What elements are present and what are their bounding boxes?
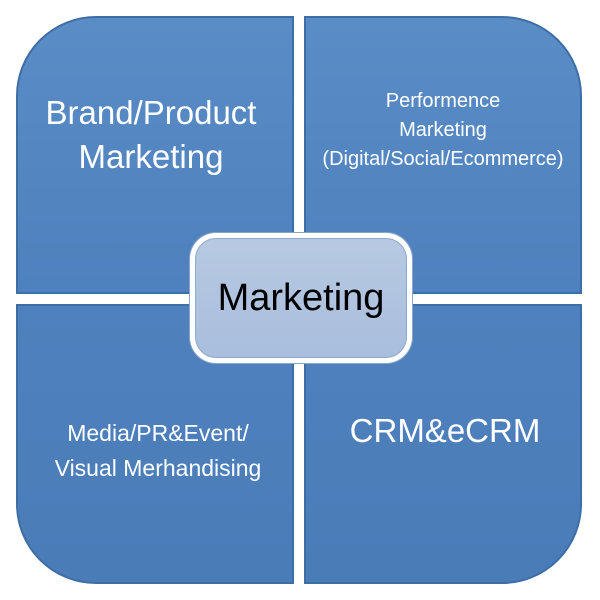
label-line: (Digital/Social/Ecommerce) xyxy=(322,147,564,170)
label-line: Marketing xyxy=(78,138,224,175)
quadrant-label: Media/PR&Event/ Visual Merhandising xyxy=(55,416,262,486)
quadrant-brand-product-marketing: Brand/Product Marketing xyxy=(16,16,294,294)
quadrant-label: CRM&eCRM xyxy=(350,411,541,451)
center-node: Marketing xyxy=(190,233,412,363)
center-label: Marketing xyxy=(195,238,407,358)
label-line: Performence xyxy=(385,89,501,112)
label-line: Marketing xyxy=(399,118,487,141)
quadrant-label: Performence Marketing (Digital/Social/Ec… xyxy=(322,87,563,174)
label-line: Visual Merhandising xyxy=(54,455,262,481)
quadrant-label: Brand/Product Marketing xyxy=(46,91,257,178)
label-line: Brand/Product xyxy=(45,94,257,132)
label-line: CRM&eCRM xyxy=(349,412,541,450)
label-line: Media/PR&Event/ xyxy=(67,420,249,447)
